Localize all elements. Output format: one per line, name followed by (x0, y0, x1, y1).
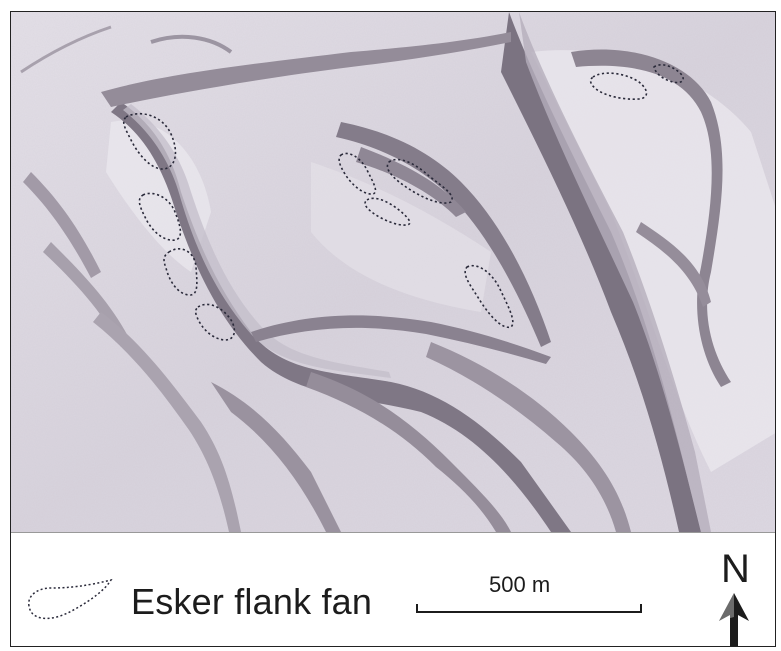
fan-outline (386, 158, 453, 204)
west-esker-sunlit (123, 104, 391, 378)
south-ridge-3 (426, 342, 631, 532)
legend-panel: Esker flank fan 500 m N (11, 532, 775, 646)
fan-outline (138, 192, 182, 241)
main-esker-sunlit (519, 12, 711, 532)
fan-outline (589, 72, 648, 100)
fan-outline (194, 303, 236, 341)
light-plain-center (311, 162, 491, 312)
central-ridge-1 (336, 122, 551, 347)
east-spur (636, 222, 711, 307)
central-ridge-3 (251, 315, 551, 364)
west-esker-ridge (111, 102, 571, 532)
scale-bar-tick-right (640, 604, 642, 613)
main-esker-ridge (501, 12, 701, 532)
north-label: N (721, 547, 750, 591)
legend-fan-label: Esker flank fan (131, 581, 373, 622)
fan-outline (123, 112, 177, 170)
scale-bar-line (416, 611, 642, 613)
stream-line-1 (20, 25, 112, 74)
central-ridge-2 (356, 147, 466, 217)
north-ridge (101, 32, 511, 107)
figure-frame: Esker flank fan 500 m N (10, 11, 776, 647)
scale-label: 500 m (489, 572, 551, 597)
fan-outline (163, 248, 198, 296)
stream-line-2 (150, 34, 233, 54)
esker-flank-fans (123, 64, 684, 341)
scale-bar (416, 599, 642, 615)
south-ridge-1 (211, 382, 341, 532)
south-ridge-2 (306, 372, 511, 532)
scale-bar-tick-left (416, 604, 418, 613)
dotted-outline-icon (28, 578, 113, 620)
north-arrow-icon (719, 593, 749, 646)
west-minor-ridge-1 (23, 172, 101, 278)
east-hook-ridge (571, 49, 731, 387)
west-minor-ridge-3 (93, 312, 241, 532)
hillshade-map (11, 12, 775, 532)
